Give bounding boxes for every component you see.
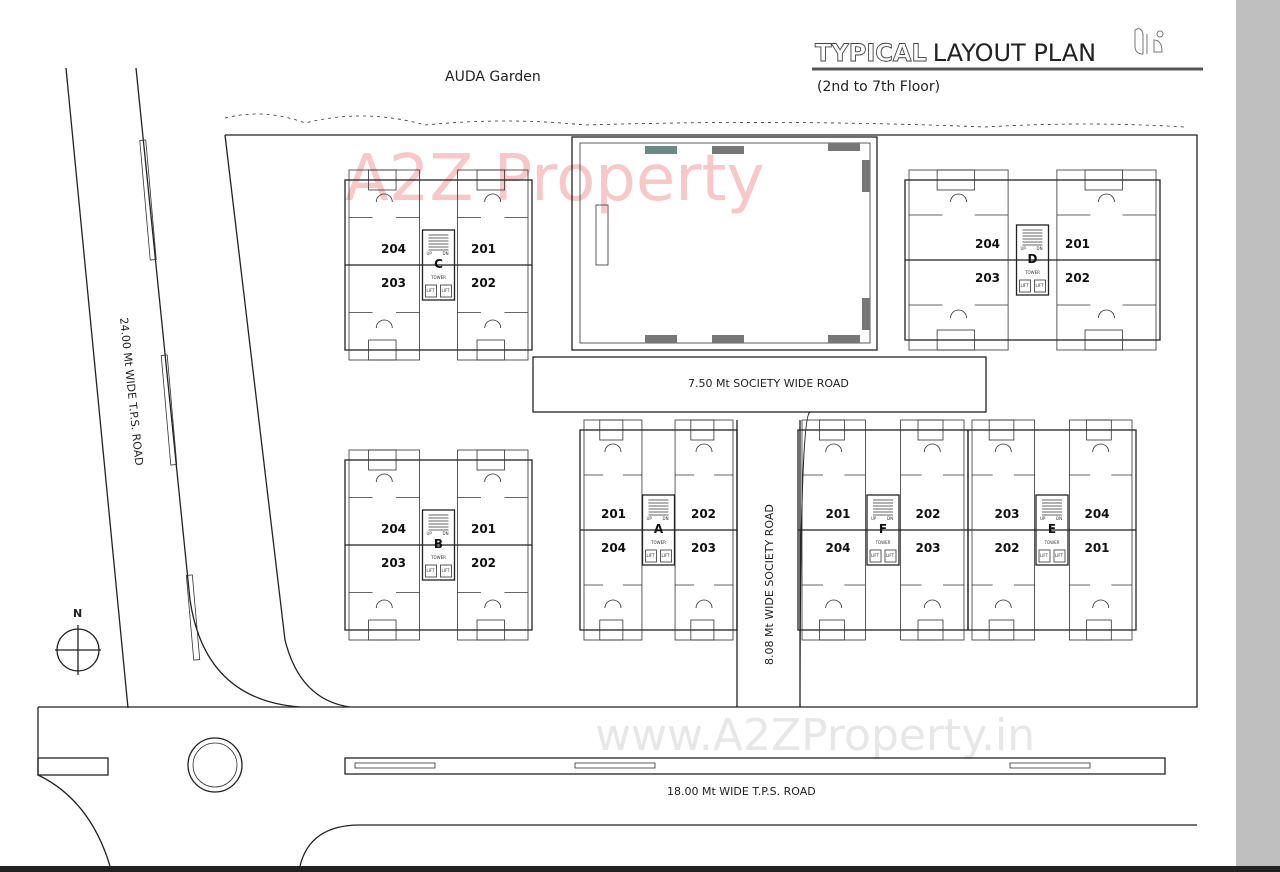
society-road-label: 7.50 Mt SOCIETY WIDE ROAD: [688, 377, 849, 390]
stair-up-label: UP: [427, 251, 433, 256]
unit-C-203: 203: [381, 276, 406, 290]
unit-D-203: 203: [975, 271, 1000, 285]
title-rest: LAYOUT PLAN: [933, 39, 1096, 67]
tower-id: F: [879, 522, 887, 536]
watermark-url: www.A2ZProperty.in: [595, 710, 1035, 761]
south-road-label: 18.00 Mt WIDE T.P.S. ROAD: [667, 785, 816, 798]
unit-C-204: 204: [381, 242, 406, 256]
lift-label: LIFT: [442, 568, 451, 573]
lift-label: LIFT: [1055, 553, 1064, 558]
stair-up-label: UP: [1021, 246, 1027, 251]
tower-label: TOWER: [430, 275, 446, 280]
inner-road-label: 8.08 Mt WIDE SOCIETY ROAD: [763, 504, 776, 665]
unit-E-201: 201: [1084, 541, 1109, 555]
tower-core: [421, 229, 456, 301]
unit-F-203: 203: [915, 541, 940, 555]
stair-down-label: DN: [443, 251, 449, 256]
tower-A: UP DNA TOWER LIFT LIFT 201 202 204 203: [579, 419, 738, 641]
stair-up-label: UP: [427, 531, 433, 536]
unit-D-201: 201: [1065, 237, 1090, 251]
north-label: N: [73, 607, 82, 620]
unit-C-202: 202: [471, 276, 496, 290]
tower-label: TOWER: [875, 540, 891, 545]
tower-label: TOWER: [1044, 540, 1060, 545]
lift-label: LIFT: [427, 568, 436, 573]
lift-label: LIFT: [647, 553, 656, 558]
unit-F-201: 201: [825, 507, 850, 521]
tower-F: UP DNF TOWER LIFT LIFT 201 202 204 203: [797, 419, 969, 641]
west-road: [65, 67, 351, 709]
title-highlight: TYPICAL: [815, 39, 927, 67]
tower-label: TOWER: [1024, 270, 1040, 275]
garden-label: AUDA Garden: [445, 69, 541, 85]
tower-label: TOWER: [650, 540, 666, 545]
stair-up-label: UP: [647, 516, 653, 521]
lift-label: LIFT: [1040, 553, 1049, 558]
stair-down-label: DN: [1037, 246, 1043, 251]
stair-down-label: DN: [443, 531, 449, 536]
unit-E-204: 204: [1084, 507, 1109, 521]
unit-A-202: 202: [691, 507, 716, 521]
stair-down-label: DN: [1056, 516, 1062, 521]
tower-B: UP DNB TOWER LIFT LIFT 204 201 203 202: [344, 449, 533, 641]
unit-B-202: 202: [471, 556, 496, 570]
lift-label: LIFT: [886, 553, 895, 558]
tower-core: [866, 494, 900, 566]
lift-label: LIFT: [442, 288, 451, 293]
unit-A-204: 204: [601, 541, 626, 555]
unit-F-202: 202: [915, 507, 940, 521]
tower-label: TOWER: [430, 555, 446, 560]
tower-id: A: [654, 522, 664, 536]
tower-id: C: [434, 257, 443, 271]
tower-C: UP DNC TOWER LIFT LIFT 204 201 203 202: [344, 169, 533, 361]
lift-label: LIFT: [1021, 283, 1030, 288]
lift-label: LIFT: [662, 553, 671, 558]
unit-A-201: 201: [601, 507, 626, 521]
unit-D-204: 204: [975, 237, 1000, 251]
stair-up-label: UP: [1040, 516, 1046, 521]
unit-F-204: 204: [825, 541, 850, 555]
unit-E-202: 202: [994, 541, 1019, 555]
site-boundary: [225, 134, 1198, 708]
tower-core: [641, 494, 676, 566]
unit-D-202: 202: [1065, 271, 1090, 285]
tower-core: [1015, 224, 1050, 296]
west-road-label: 24.00 Mt WIDE T.P.S. ROAD: [117, 317, 145, 466]
tower-E: UP DNE TOWER LIFT LIFT 203 204 202 201: [967, 419, 1137, 641]
lift-label: LIFT: [1036, 283, 1045, 288]
tower-id: B: [434, 537, 443, 551]
unit-E-203: 203: [994, 507, 1019, 521]
stair-down-label: DN: [663, 516, 669, 521]
south-road: [37, 706, 1197, 867]
amenity-area: [571, 136, 878, 351]
tower-core: [421, 509, 456, 581]
unit-A-203: 203: [691, 541, 716, 555]
tower-id: E: [1048, 522, 1056, 536]
tower-id: D: [1028, 252, 1038, 266]
tower-core: [1035, 494, 1069, 566]
tower-D: UP DND TOWER LIFT LIFT 204 201 203 202: [904, 169, 1161, 351]
stair-down-label: DN: [887, 516, 893, 521]
bottom-edge: [0, 866, 1280, 872]
unit-B-204: 204: [381, 522, 406, 536]
society-road: [532, 356, 987, 413]
watermark-logo: A2Z Property: [345, 142, 765, 216]
unit-B-201: 201: [471, 522, 496, 536]
brand-logo-icon: [1134, 28, 1164, 55]
scan-edge: [1236, 0, 1280, 872]
lift-label: LIFT: [871, 553, 880, 558]
stair-up-label: UP: [871, 516, 877, 521]
unit-B-203: 203: [381, 556, 406, 570]
north-arrow-icon: [55, 625, 101, 675]
lift-label: LIFT: [427, 288, 436, 293]
unit-C-201: 201: [471, 242, 496, 256]
title-subtitle: (2nd to 7th Floor): [817, 79, 940, 95]
